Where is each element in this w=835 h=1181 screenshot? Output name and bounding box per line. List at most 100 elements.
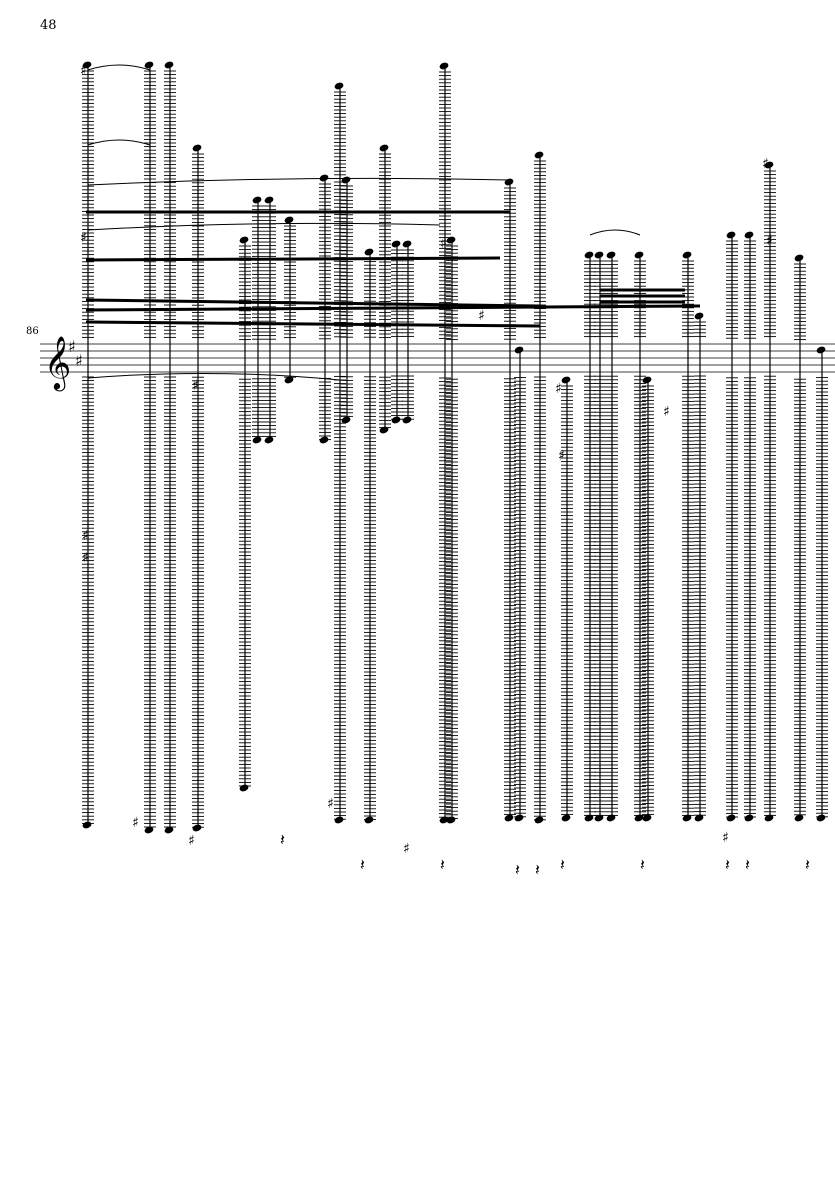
tie <box>87 372 341 381</box>
sharp-icon: ♯ <box>82 528 89 544</box>
notehead <box>239 236 249 244</box>
notehead <box>341 176 351 184</box>
sharp-icon: ♯ <box>82 550 89 566</box>
page-number: 48 <box>40 18 57 33</box>
notehead <box>364 816 374 824</box>
notehead <box>514 814 524 822</box>
notehead <box>82 821 92 829</box>
notehead <box>584 251 594 259</box>
tie <box>87 139 151 146</box>
notehead <box>642 814 652 822</box>
sharp-icon: ♯ <box>478 308 485 324</box>
notehead <box>364 248 374 256</box>
svg-text:𝄞: 𝄞 <box>44 335 71 391</box>
notehead <box>634 814 644 822</box>
sharp-icon: ♯ <box>766 233 773 249</box>
notehead <box>144 826 154 834</box>
notehead <box>192 144 202 152</box>
sharp-icon: ♯ <box>132 815 139 831</box>
quarter-rest-icon: 𝄽 <box>440 855 445 874</box>
quarter-rest-icon: 𝄽 <box>535 860 540 879</box>
notehead <box>319 436 329 444</box>
quarter-rest-icon: 𝄽 <box>280 830 285 849</box>
notehead <box>439 62 449 70</box>
notes-layer: ♯♯♯♯♯♯♯♯♯♯♯♯♯♯♯♯♯𝄽𝄽𝄽𝄽𝄽𝄽𝄽𝄽𝄽𝄽 <box>80 61 828 879</box>
quarter-rest-icon: 𝄽 <box>360 855 365 874</box>
beam <box>85 298 541 308</box>
notehead <box>764 814 774 822</box>
key-signature-sharps: ♯ ♯ <box>68 337 83 370</box>
notehead <box>606 251 616 259</box>
sharp-icon: ♯ <box>403 841 410 857</box>
sharp-icon: ♯ <box>192 378 199 394</box>
beam <box>85 320 541 328</box>
quarter-rest-icon: 𝄽 <box>515 860 520 879</box>
notehead <box>764 161 774 169</box>
sharp-icon: ♯ <box>440 236 447 252</box>
staff-lines <box>40 343 835 373</box>
notehead <box>402 416 412 424</box>
sharp-icon: ♯ <box>327 796 334 812</box>
tie <box>87 177 511 186</box>
notehead <box>682 251 692 259</box>
notehead <box>794 254 804 262</box>
notehead <box>164 826 174 834</box>
notehead <box>594 814 604 822</box>
notehead <box>594 251 604 259</box>
notehead <box>252 196 262 204</box>
notehead <box>402 240 412 248</box>
sharp-icon: ♯ <box>80 63 87 79</box>
notehead <box>642 376 652 384</box>
quarter-rest-icon: 𝄽 <box>640 855 645 874</box>
notehead <box>192 824 202 832</box>
beam <box>85 304 701 312</box>
notehead <box>694 312 704 320</box>
notehead <box>264 436 274 444</box>
notehead <box>391 240 401 248</box>
notehead <box>319 174 329 182</box>
notehead <box>726 814 736 822</box>
notehead <box>606 814 616 822</box>
notehead <box>794 814 804 822</box>
notehead <box>252 436 262 444</box>
svg-text:♯: ♯ <box>68 337 76 356</box>
sharp-icon: ♯ <box>188 833 195 849</box>
notehead <box>391 416 401 424</box>
measure-number: 86 <box>26 326 39 337</box>
notehead <box>164 61 174 69</box>
notehead <box>634 251 644 259</box>
notehead <box>446 816 456 824</box>
beam <box>85 256 501 262</box>
notehead <box>446 236 456 244</box>
notehead <box>379 144 389 152</box>
sharp-icon: ♯ <box>762 156 769 172</box>
notehead <box>82 61 92 69</box>
notehead <box>694 814 704 822</box>
notehead <box>534 816 544 824</box>
notehead <box>284 376 294 384</box>
notehead <box>816 346 826 354</box>
notehead <box>816 814 826 822</box>
notehead <box>726 231 736 239</box>
sharp-icon: ♯ <box>558 448 565 464</box>
tie <box>87 64 151 71</box>
notehead <box>334 82 344 90</box>
notehead <box>239 784 249 792</box>
sharp-icon: ♯ <box>663 404 670 420</box>
notehead <box>584 814 594 822</box>
notehead <box>744 814 754 822</box>
treble-clef-icon: 𝄞 <box>44 335 71 391</box>
notehead <box>682 814 692 822</box>
sharp-icon: ♯ <box>722 830 729 846</box>
notehead <box>504 814 514 822</box>
notehead <box>744 231 754 239</box>
notehead <box>534 151 544 159</box>
tie <box>589 229 641 236</box>
quarter-rest-icon: 𝄽 <box>725 855 730 874</box>
notehead <box>504 178 514 186</box>
quarter-rest-icon: 𝄽 <box>805 855 810 874</box>
notehead <box>379 426 389 434</box>
notehead <box>561 376 571 384</box>
tie <box>87 222 441 231</box>
